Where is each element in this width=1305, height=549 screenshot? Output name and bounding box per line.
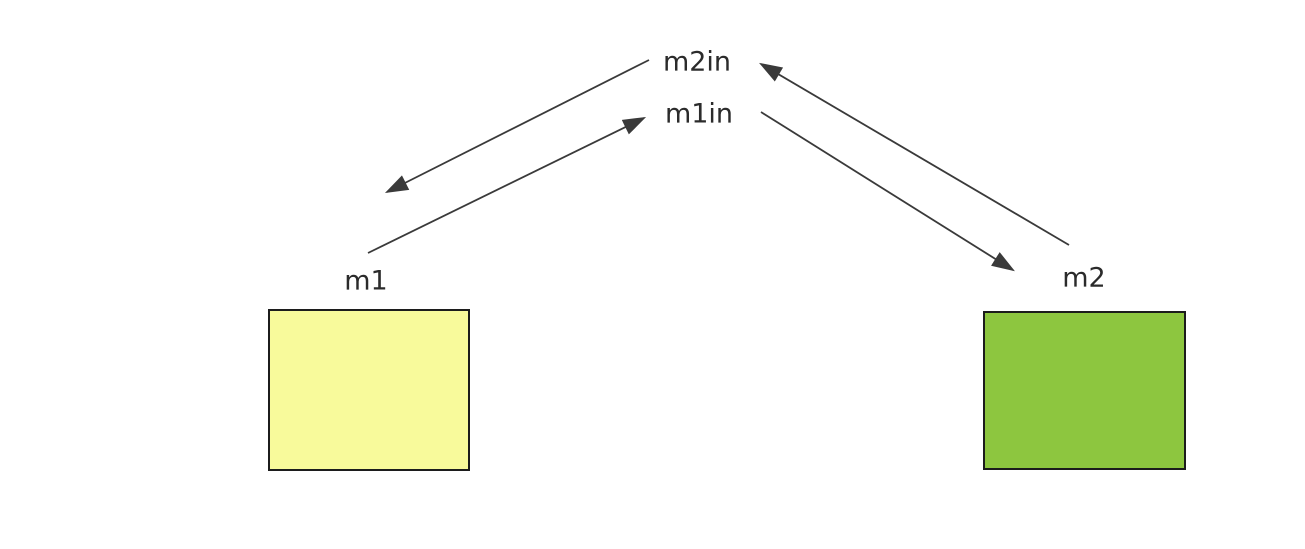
arrow-m2-to-m2in [759,62,1070,246]
arrow-m1-to-m1in [367,116,647,254]
arrow-layer [367,59,1070,272]
m2-box [983,311,1186,470]
m1-box [268,309,470,471]
label-m1in: m1in [664,98,734,130]
label-m2in: m2in [662,46,732,78]
label-m1: m1 [344,265,388,297]
arrow-m2in-to-m1 [384,59,650,194]
label-m2: m2 [1062,262,1106,294]
arrow-m1in-to-m2 [760,111,1015,272]
